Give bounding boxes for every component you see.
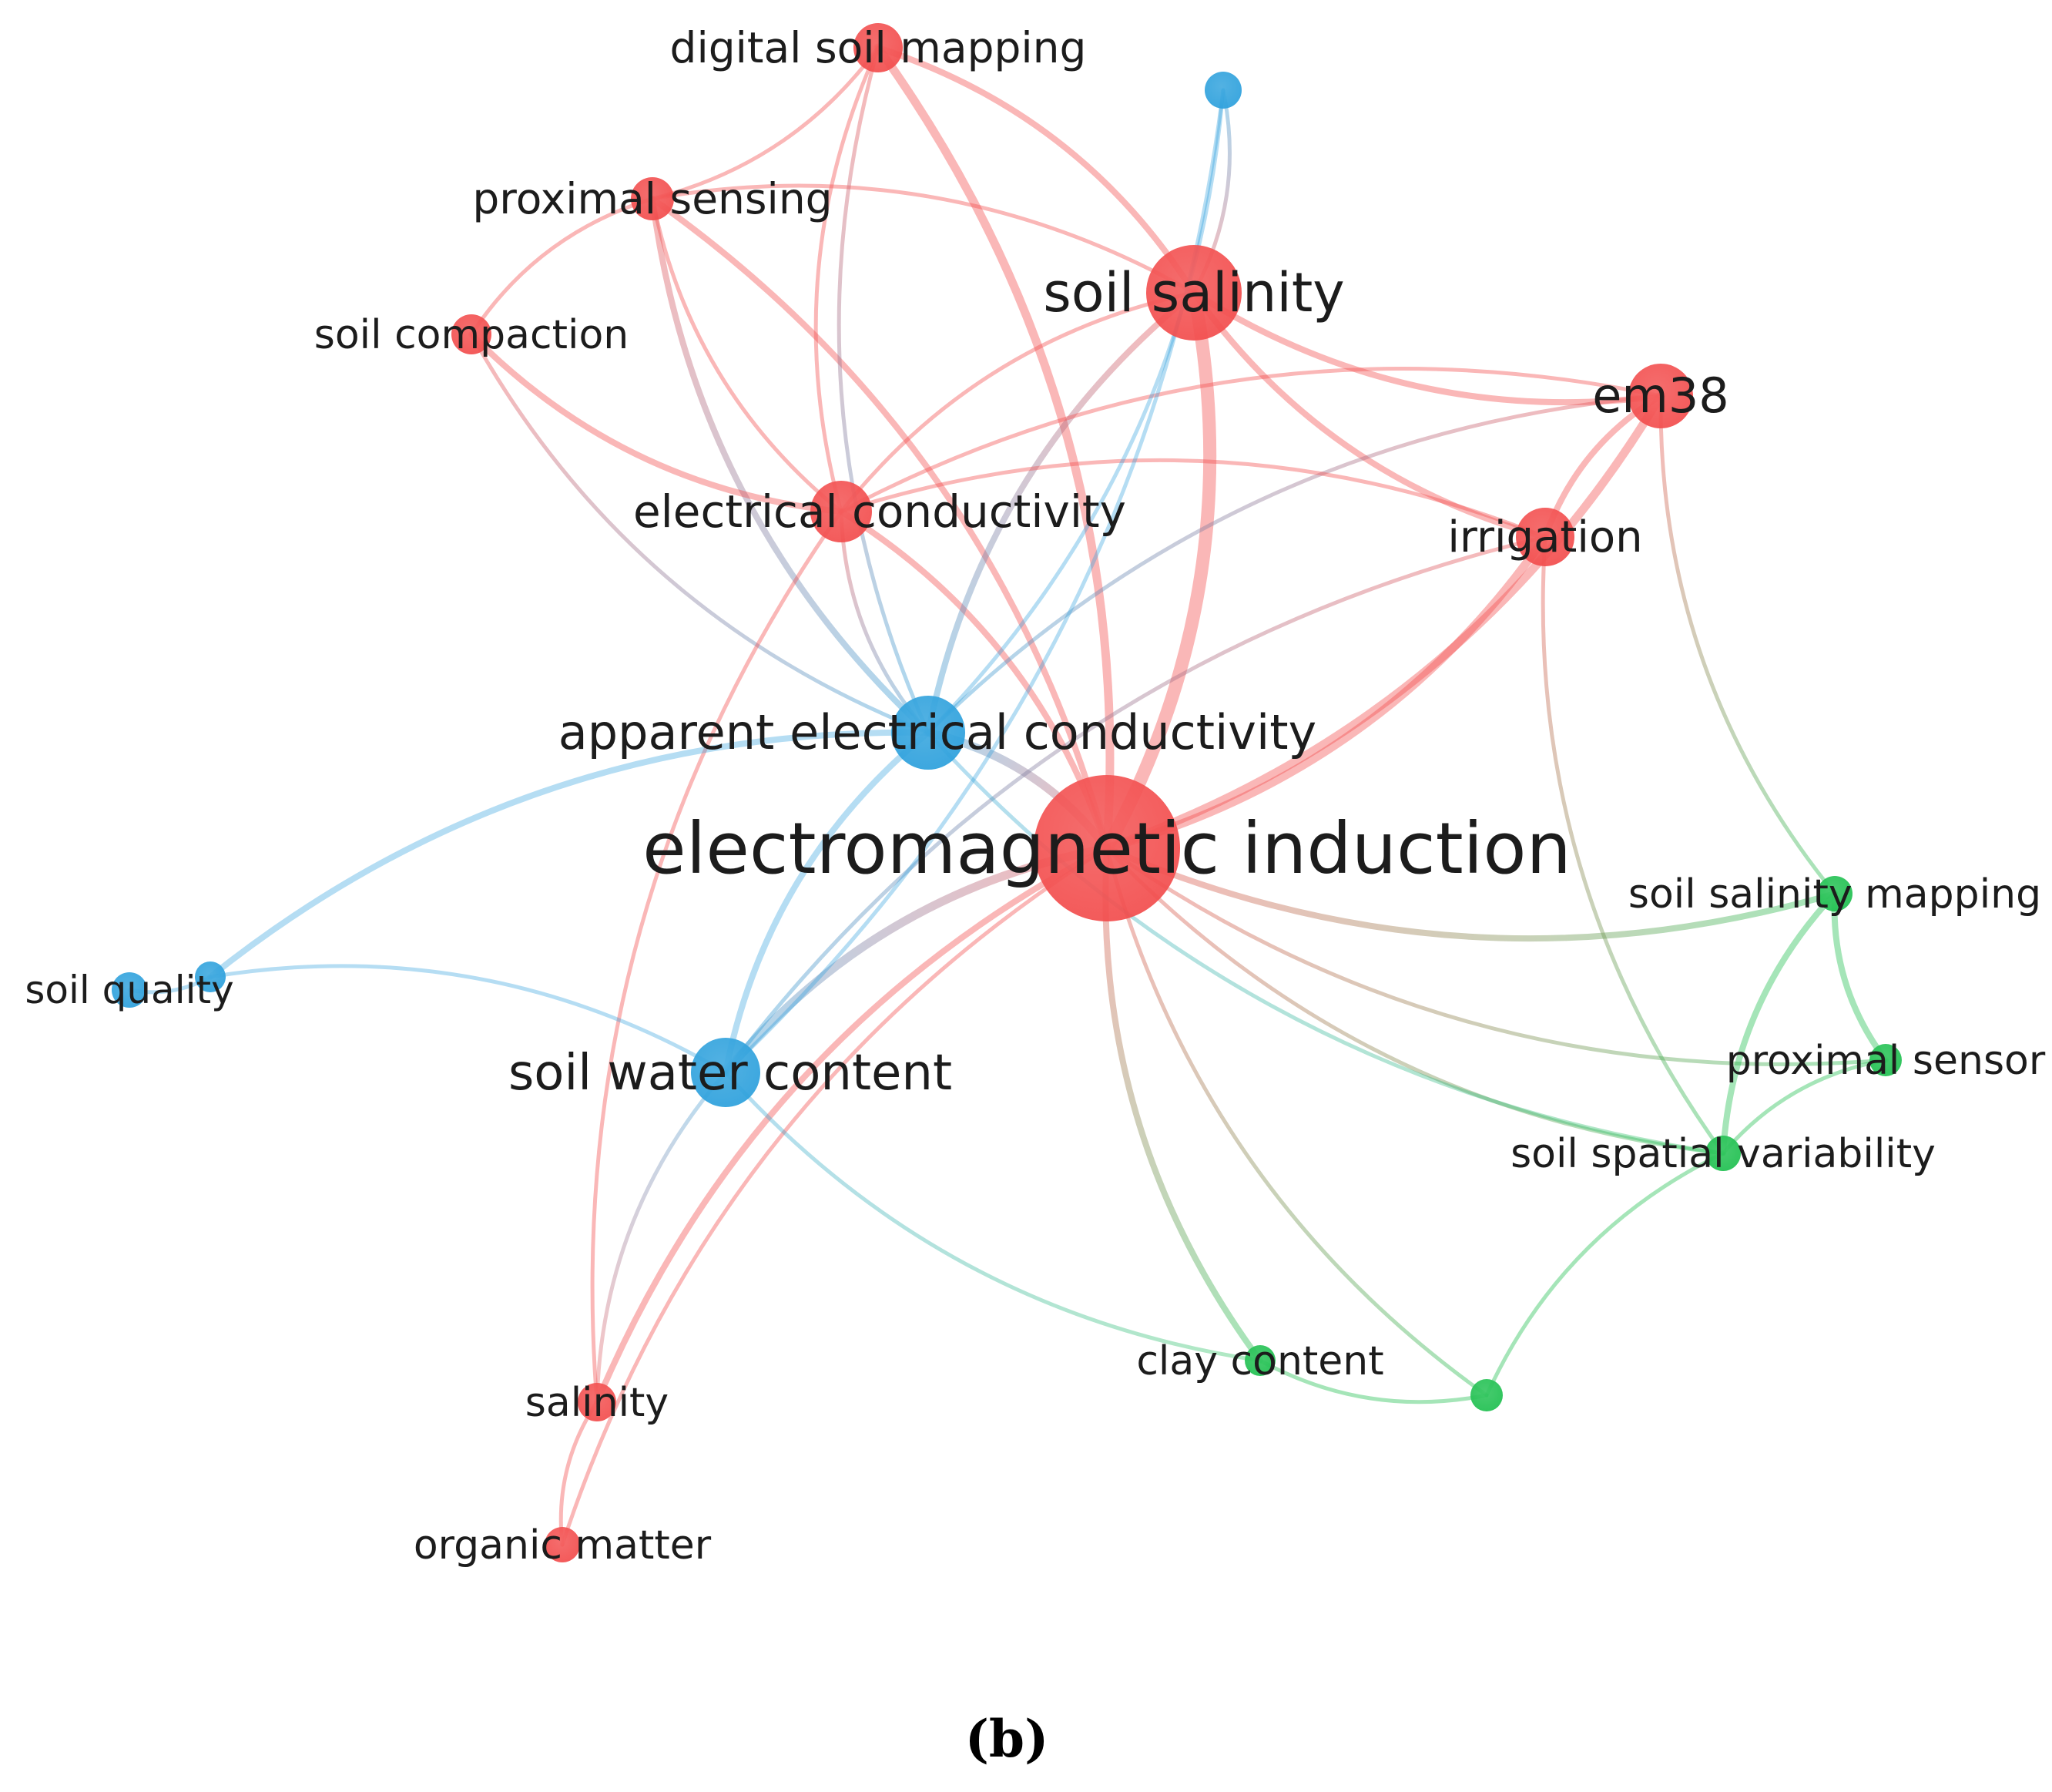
link-em38-to-soil-salinity-mapping — [1658, 394, 1837, 896]
link-proximal-sensing-to-electrical-conductivity — [650, 196, 843, 514]
node-soil-quality-2[interactable] — [195, 961, 226, 992]
link-soil-salinity-to-em38 — [1191, 290, 1664, 406]
link-irrigation-to-electrical-conductivity — [839, 458, 1547, 539]
label-soil-water-content: soil water content — [508, 1045, 952, 1102]
label-soil-salinity: soil salinity — [1043, 261, 1344, 324]
node-electromagnetic-induction[interactable] — [1034, 775, 1180, 921]
label-em38: em38 — [1592, 367, 1728, 424]
label-layer: electromagnetic induction soil salinity em… — [25, 23, 2046, 1569]
node-soil-compaction[interactable] — [451, 314, 491, 354]
link-em38-to-electrical-conductivity — [839, 367, 1663, 514]
label-apparent-electrical-conductivity: apparent electrical conductivity — [558, 704, 1316, 760]
node-proximal-sensor[interactable] — [1869, 1044, 1902, 1076]
label-proximal-sensor: proximal sensor — [1726, 1038, 2046, 1084]
link-soil-water-content-to-clay-content — [723, 1070, 1262, 1363]
link-clay-content-to-green-bottom — [1258, 1358, 1489, 1404]
node-soil-quality[interactable] — [112, 972, 147, 1008]
link-soil-salinity-mapping-to-soil-spatial-variability — [1720, 891, 1838, 1156]
link-apparent-electrical-conductivity-to-soil-quality-2 — [207, 729, 931, 980]
link-proximal-sensing-to-digital-soil-mapping — [650, 45, 880, 201]
node-electrical-conductivity[interactable] — [810, 481, 872, 542]
link-electromagnetic-induction-to-proximal-sensing — [649, 196, 1110, 851]
link-digital-soil-mapping-to-apparent-electrical-conductivity — [837, 45, 930, 735]
link-soil-salinity-mapping-to-proximal-sensor — [1831, 891, 1889, 1063]
label-electromagnetic-induction: electromagnetic induction — [642, 807, 1571, 890]
node-green-bottom[interactable] — [1470, 1379, 1503, 1411]
link-apparent-electrical-conductivity-to-soil-water-content — [723, 730, 931, 1076]
link-soil-salinity-to-irrigation — [1191, 290, 1548, 540]
node-organic-matter[interactable] — [545, 1527, 580, 1562]
link-electromagnetic-induction-to-salinity — [594, 845, 1110, 1405]
label-soil-spatial-variability: soil spatial variability — [1510, 1131, 1936, 1177]
node-clay-content[interactable] — [1245, 1345, 1276, 1376]
link-electromagnetic-induction-to-em38 — [1102, 391, 1665, 853]
label-salinity: salinity — [525, 1380, 669, 1426]
link-electrical-conductivity-to-salinity — [590, 509, 843, 1404]
link-soil-salinity-to-digital-soil-mapping — [875, 45, 1197, 296]
link-electromagnetic-induction-to-organic-matter — [560, 846, 1109, 1547]
edge-layer — [127, 43, 1889, 1547]
label-organic-matter: organic matter — [414, 1522, 712, 1569]
node-irrigation[interactable] — [1516, 508, 1574, 566]
label-soil-salinity-mapping: soil salinity mapping — [1628, 871, 2041, 918]
node-blue-top[interactable] — [1205, 72, 1242, 109]
link-electromagnetic-induction-to-soil-salinity-mapping — [1104, 845, 1838, 942]
link-soil-water-content-to-salinity — [595, 1070, 728, 1404]
link-irrigation-to-soil-spatial-variability — [1541, 535, 1725, 1156]
link-apparent-electrical-conductivity-to-soil-spatial-variability — [926, 730, 1725, 1156]
link-apparent-electrical-conductivity-to-blue-top — [926, 88, 1226, 735]
node-proximal-sensing[interactable] — [631, 177, 674, 220]
link-proximal-sensing-to-soil-compaction — [469, 196, 655, 337]
label-digital-soil-mapping: digital soil mapping — [670, 23, 1087, 72]
link-soil-salinity-to-electrical-conductivity — [839, 290, 1196, 514]
link-proximal-sensing-to-apparent-electrical-conductivity — [649, 196, 931, 736]
label-soil-compaction: soil compaction — [314, 312, 629, 358]
label-electrical-conductivity: electrical conductivity — [633, 485, 1126, 538]
link-soil-water-content-to-soil-quality-2 — [208, 964, 728, 1075]
link-irrigation-to-soil-water-content — [723, 535, 1547, 1075]
link-soil-salinity-to-apparent-electrical-conductivity — [925, 290, 1197, 736]
link-soil-spatial-variability-to-green-bottom — [1484, 1151, 1725, 1398]
link-proximal-sensor-to-soil-spatial-variability — [1721, 1058, 1888, 1156]
node-apparent-electrical-conductivity[interactable] — [891, 696, 965, 770]
node-salinity[interactable] — [578, 1383, 616, 1421]
node-digital-soil-mapping[interactable] — [853, 23, 903, 72]
label-soil-quality: soil quality — [25, 968, 233, 1012]
link-electromagnetic-induction-to-clay-content — [1102, 845, 1263, 1364]
link-soil-salinity-to-proximal-sensing — [650, 183, 1196, 295]
label-irrigation: irrigation — [1447, 512, 1642, 562]
node-soil-water-content[interactable] — [691, 1038, 760, 1107]
link-electromagnetic-induction-to-soil-salinity — [1100, 286, 1217, 855]
label-proximal-sensing: proximal sensing — [472, 174, 832, 223]
node-layer — [112, 23, 1902, 1562]
link-digital-soil-mapping-to-electrical-conductivity — [813, 45, 880, 514]
node-soil-spatial-variability[interactable] — [1705, 1136, 1741, 1171]
link-electromagnetic-induction-to-irrigation — [1102, 532, 1550, 853]
panel-caption: (b) — [965, 1709, 1049, 1769]
node-em38[interactable] — [1628, 364, 1693, 428]
link-soil-compaction-to-electrical-conductivity — [468, 331, 844, 515]
link-em38-to-apparent-electrical-conductivity — [926, 394, 1663, 735]
link-electromagnetic-induction-to-proximal-sensor — [1105, 846, 1888, 1066]
label-clay-content: clay content — [1136, 1338, 1383, 1384]
link-electromagnetic-induction-to-green-bottom — [1105, 846, 1489, 1398]
node-soil-salinity-mapping[interactable] — [1817, 876, 1852, 911]
link-soil-compaction-to-apparent-electrical-conductivity — [469, 332, 930, 735]
node-soil-salinity[interactable] — [1146, 245, 1242, 341]
